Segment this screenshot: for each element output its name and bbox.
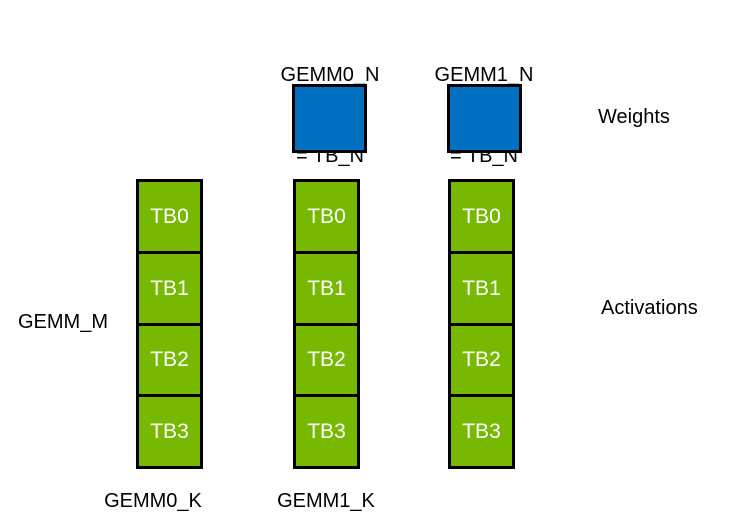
thread-block-label: TB0 xyxy=(150,204,189,228)
thread-block-label: TB2 xyxy=(307,348,346,372)
thread-block-label: TB1 xyxy=(150,276,189,300)
thread-block-label: TB0 xyxy=(462,204,501,228)
activations-label: Activations xyxy=(601,297,698,319)
thread-block-tb2: TB2 xyxy=(448,322,515,398)
thread-block-label: TB1 xyxy=(307,276,346,300)
thread-block-tb1: TB1 xyxy=(448,250,515,326)
gemm-m-label: GEMM_M xyxy=(18,311,108,333)
thread-block-tb2: TB2 xyxy=(136,322,203,398)
thread-block-tb3: TB3 xyxy=(293,394,360,469)
activation-column-1: TB0 TB1 TB2 TB3 xyxy=(293,179,360,469)
thread-block-tb1: TB1 xyxy=(293,250,360,326)
thread-block-tb3: TB3 xyxy=(136,394,203,469)
weight-block-gemm0 xyxy=(292,84,367,153)
thread-block-tb3: TB3 xyxy=(448,394,515,469)
thread-block-label: TB3 xyxy=(307,420,346,444)
thread-block-label: TB3 xyxy=(462,420,501,444)
gemm0-k-label: GEMM0_K xyxy=(104,490,202,512)
thread-block-label: TB1 xyxy=(462,276,501,300)
activation-column-0: TB0 TB1 TB2 TB3 xyxy=(136,179,203,469)
thread-block-tb0: TB0 xyxy=(136,179,203,254)
thread-block-label: TB0 xyxy=(307,204,346,228)
gemm0-n-label-line1: GEMM0_N xyxy=(280,64,380,86)
activation-column-2: TB0 TB1 TB2 TB3 xyxy=(448,179,515,469)
gemm1-n-label-line1: GEMM1_N xyxy=(434,64,534,86)
thread-block-label: TB2 xyxy=(150,348,189,372)
thread-block-tb0: TB0 xyxy=(448,179,515,254)
thread-block-tb0: TB0 xyxy=(293,179,360,254)
thread-block-tb1: TB1 xyxy=(136,250,203,326)
weights-label: Weights xyxy=(598,106,670,128)
thread-block-label: TB2 xyxy=(462,348,501,372)
thread-block-tb2: TB2 xyxy=(293,322,360,398)
weight-block-gemm1 xyxy=(447,84,522,153)
thread-block-label: TB3 xyxy=(150,420,189,444)
gemm1-k-label: GEMM1_K xyxy=(277,490,375,512)
